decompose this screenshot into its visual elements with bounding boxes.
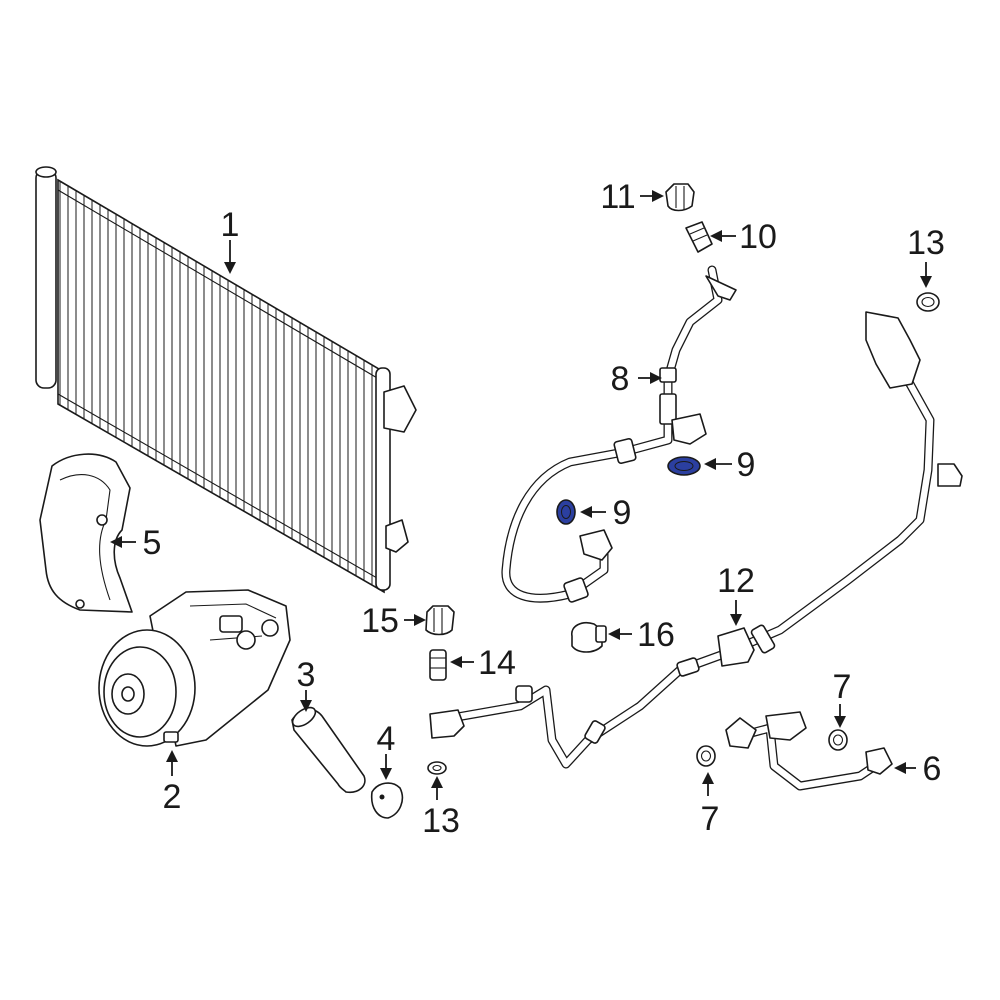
callout-12: 12 [717, 562, 755, 600]
callout-15: 15 [361, 602, 399, 640]
callout-2: 2 [163, 778, 182, 816]
callout-9-lower: 9 [613, 494, 632, 532]
service-port-cap-upper[interactable] [665, 183, 695, 212]
callout-16: 16 [637, 616, 675, 654]
callout-5: 5 [143, 524, 162, 562]
service-port-cap[interactable] [425, 605, 455, 636]
callout-3: 3 [297, 656, 316, 694]
o-ring-7-left[interactable] [696, 745, 716, 767]
callout-7-upper: 7 [833, 668, 852, 706]
leader-lines [110, 190, 932, 800]
condenser[interactable] [35, 166, 417, 594]
callout-13-upper: 13 [907, 224, 945, 262]
drier-cap[interactable] [370, 782, 404, 819]
callout-6: 6 [923, 750, 942, 788]
o-ring-highlighted-upper[interactable] [667, 456, 701, 476]
callout-8: 8 [611, 360, 630, 398]
callout-10: 10 [739, 218, 777, 256]
ac-compressor[interactable] [98, 589, 291, 747]
pressure-sensor[interactable] [685, 221, 713, 253]
o-ring-upper-right[interactable] [916, 292, 940, 312]
o-ring-lower[interactable] [427, 761, 447, 775]
callout-4: 4 [377, 720, 396, 758]
suction-hose[interactable] [501, 265, 737, 603]
callout-1: 1 [221, 206, 240, 244]
callout-labels: 1 2 3 4 5 6 7 7 8 9 9 10 11 12 13 13 14 … [143, 178, 945, 840]
callout-9-upper: 9 [737, 446, 756, 484]
compressor-line[interactable] [725, 711, 893, 791]
callout-7-lower: 7 [701, 800, 720, 838]
fitting-cap[interactable] [571, 621, 607, 653]
compressor-shield[interactable] [39, 453, 133, 613]
receiver-drier[interactable] [289, 704, 366, 794]
callout-11: 11 [600, 178, 635, 216]
o-ring-highlighted-lower[interactable] [556, 499, 576, 525]
callout-14: 14 [478, 644, 516, 682]
pressure-switch[interactable] [429, 649, 447, 681]
liquid-line[interactable] [429, 311, 963, 769]
callout-13-lower: 13 [422, 802, 460, 840]
o-ring-7-right[interactable] [828, 729, 848, 751]
